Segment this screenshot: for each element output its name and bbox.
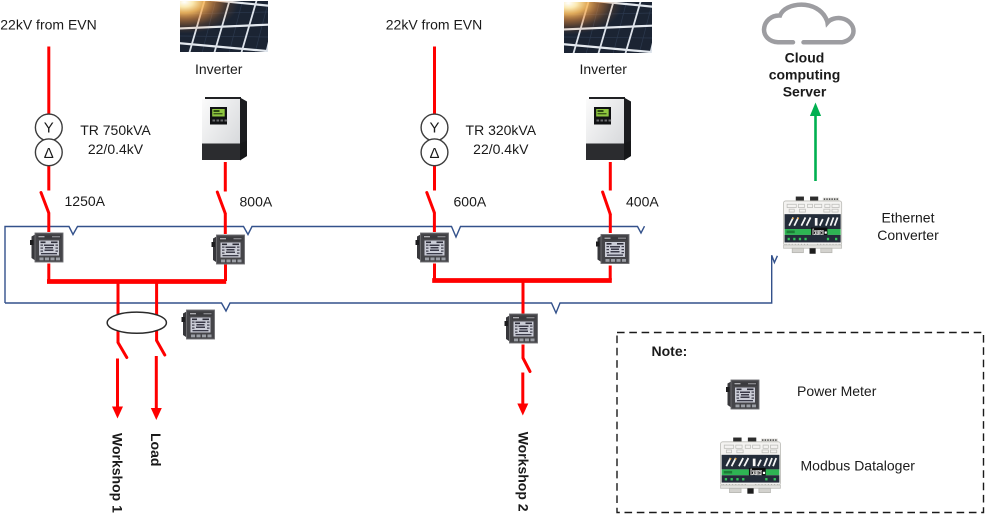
svg-text:Cloud: Cloud (785, 50, 825, 66)
svg-text:TR 750kVA: TR 750kVA (80, 122, 151, 138)
svg-text:computing: computing (769, 67, 841, 83)
svg-text:Y: Y (44, 120, 54, 137)
svg-text:Modbus Dataloger: Modbus Dataloger (801, 458, 916, 474)
svg-text:Δ: Δ (44, 145, 54, 162)
svg-text:Inverter: Inverter (580, 61, 628, 77)
svg-text:Load: Load (148, 433, 164, 466)
svg-text:1250A: 1250A (65, 193, 106, 209)
svg-text:Inverter: Inverter (195, 61, 243, 77)
svg-text:Δ: Δ (429, 145, 439, 162)
svg-text:Power Meter: Power Meter (797, 383, 877, 399)
svg-text:22kV from EVN: 22kV from EVN (0, 17, 96, 33)
svg-text:800A: 800A (240, 194, 273, 210)
svg-text:Server: Server (783, 84, 827, 100)
svg-text:Ethernet: Ethernet (882, 210, 935, 226)
svg-text:Note:: Note: (652, 343, 688, 359)
svg-text:Converter: Converter (877, 227, 939, 243)
svg-text:22/0.4kV: 22/0.4kV (88, 141, 144, 157)
svg-text:22kV from EVN: 22kV from EVN (386, 17, 482, 33)
svg-text:22/0.4kV: 22/0.4kV (473, 141, 529, 157)
svg-text:Workshop 2: Workshop 2 (516, 432, 532, 512)
svg-text:Y: Y (429, 120, 439, 137)
svg-text:TR 320kVA: TR 320kVA (466, 122, 537, 138)
svg-text:600A: 600A (454, 194, 487, 210)
svg-text:Workshop 1: Workshop 1 (110, 433, 126, 513)
svg-text:400A: 400A (626, 194, 659, 210)
